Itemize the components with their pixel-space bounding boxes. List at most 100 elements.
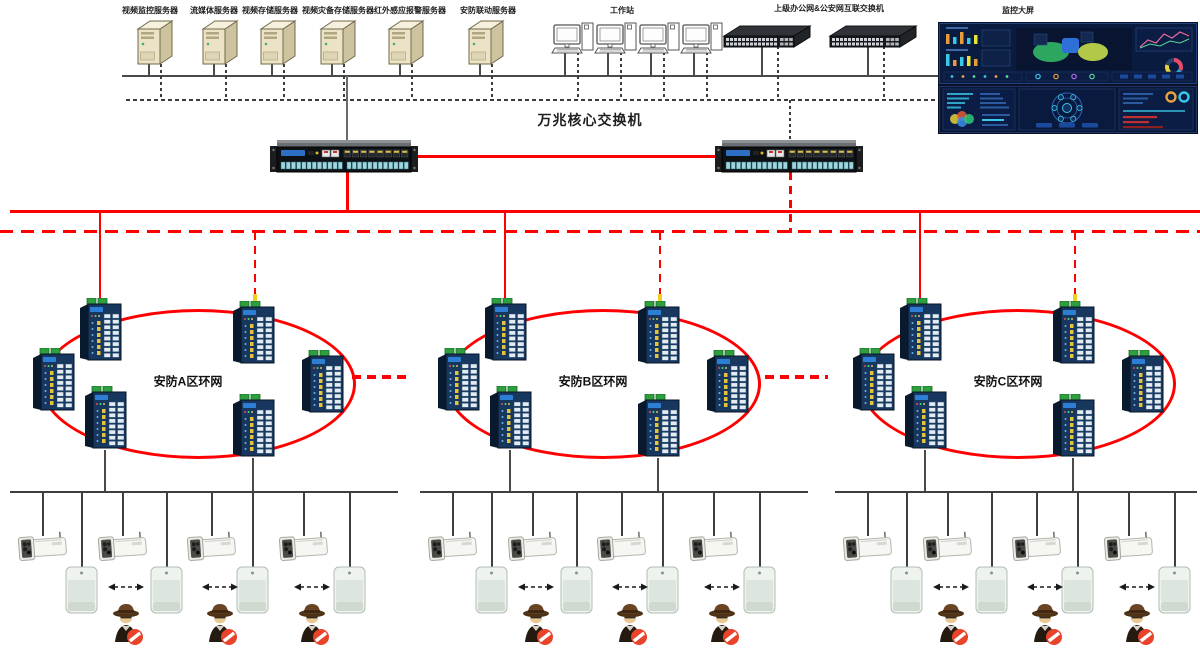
industrial-switch-icon bbox=[233, 393, 275, 457]
core-1-downlink bbox=[345, 172, 349, 213]
uplink-switch-2-link bbox=[867, 46, 869, 76]
server-5-link bbox=[399, 62, 401, 76]
zone-3-detector-3-link bbox=[1077, 492, 1079, 570]
ring-2-switch-4 bbox=[702, 349, 752, 414]
ring-3-zone-link-1 bbox=[924, 450, 926, 492]
server-icon bbox=[387, 20, 425, 65]
ring-1-switch-1 bbox=[75, 297, 125, 362]
industrial-switch-icon bbox=[707, 349, 749, 413]
workstation-icon bbox=[594, 22, 637, 54]
office-lan-bus bbox=[122, 75, 938, 77]
zone-2-camera-2 bbox=[506, 530, 560, 564]
workstation-3-dashed-link bbox=[663, 52, 665, 100]
zone-2-intruder-2 bbox=[613, 600, 649, 646]
zone-1-camera-4 bbox=[277, 530, 331, 564]
workstation-2-dashed-link bbox=[620, 52, 622, 100]
server-1-dashed-link bbox=[160, 58, 162, 100]
ring-3-switch-6 bbox=[1048, 393, 1098, 458]
zone-1-camera-1 bbox=[16, 530, 70, 564]
ring-2-backup-drop bbox=[658, 232, 662, 298]
ring-2-switch-5 bbox=[485, 385, 535, 450]
camera-icon bbox=[97, 531, 147, 561]
workstation-3 bbox=[637, 22, 683, 56]
zone-1-camera-1-link bbox=[42, 492, 44, 536]
zone-1-intruder-1 bbox=[109, 600, 145, 646]
intruder-icon bbox=[523, 604, 553, 645]
zone-1-detector-3 bbox=[235, 566, 271, 616]
zone-2-detector-2 bbox=[559, 566, 595, 616]
uplink-switch-1-dashed-link bbox=[777, 46, 779, 100]
server-label-5: 红外感应报警服务器 bbox=[374, 6, 446, 15]
zone-2-detector-4-link bbox=[759, 492, 761, 570]
industrial-switch-icon bbox=[490, 385, 532, 449]
server-1 bbox=[133, 16, 177, 66]
ring-2-yellow-tag bbox=[658, 294, 662, 303]
intruder-icon bbox=[709, 604, 739, 645]
bidirectional-arrow-icon bbox=[704, 583, 740, 591]
zone-2-detector-3 bbox=[645, 566, 681, 616]
uplink-switch-2 bbox=[828, 24, 918, 50]
workstation-2 bbox=[594, 22, 640, 56]
server-3 bbox=[256, 16, 300, 66]
ring-2-3-interlink bbox=[765, 375, 828, 379]
bidirectional-arrow-icon bbox=[202, 583, 238, 591]
bidirectional-arrow-icon bbox=[1027, 583, 1063, 591]
bidirectional-arrow-icon bbox=[294, 583, 330, 591]
ring-3-switch-2 bbox=[1048, 300, 1098, 365]
workstation-1-dashed-link bbox=[577, 52, 579, 100]
motion-detector-icon bbox=[560, 566, 593, 614]
workstation-icon bbox=[551, 22, 594, 54]
ring-2-switch-1 bbox=[480, 297, 530, 362]
bidirectional-arrow-icon bbox=[1119, 583, 1155, 591]
ring-3-backup-drop bbox=[1073, 232, 1077, 298]
uplink-switch-1-link bbox=[761, 46, 763, 76]
ring-1-switch-2 bbox=[228, 300, 278, 365]
industrial-switch-icon bbox=[900, 297, 942, 361]
core-switch-icon bbox=[715, 140, 863, 173]
motion-detector-icon bbox=[236, 566, 269, 614]
zone-2-camera-2-link bbox=[532, 492, 534, 536]
industrial-switch-icon bbox=[1122, 349, 1164, 413]
ring-a-label: 安防A区环网 bbox=[153, 374, 223, 389]
zone-3-camera-1-link bbox=[867, 492, 869, 536]
server-label-6: 安防联动服务器 bbox=[460, 6, 516, 15]
bidirectional-arrow-icon bbox=[108, 583, 144, 591]
zone-2-detector-2-link bbox=[576, 492, 578, 570]
ring-b-label: 安防B区环网 bbox=[558, 374, 628, 389]
ring-1-backup-drop bbox=[253, 232, 257, 298]
intruder-icon bbox=[617, 604, 647, 645]
uplink-switch-2-dashed-link bbox=[883, 46, 885, 100]
rack-switch-icon bbox=[722, 25, 812, 48]
ring-3-switch-3 bbox=[848, 347, 898, 412]
zone-3-detector-2-link bbox=[991, 492, 993, 570]
core-switch-label: 万兆核心交换机 bbox=[537, 112, 643, 128]
zone-3-detector-2 bbox=[974, 566, 1010, 616]
uplink-switch-group-label: 上级办公网&公安网互联交换机 bbox=[774, 4, 884, 13]
security-lan-bus bbox=[126, 99, 935, 101]
camera-icon bbox=[427, 531, 477, 561]
ring-1-primary-drop bbox=[98, 212, 102, 302]
monitor-wall-icon bbox=[938, 22, 1198, 134]
server-icon bbox=[319, 20, 357, 65]
zone-3-detector-4 bbox=[1157, 566, 1193, 616]
zone-3-camera-1 bbox=[841, 530, 895, 564]
zone-1-detector-1 bbox=[64, 566, 100, 616]
server-label-1: 视频监控服务器 bbox=[122, 6, 178, 15]
zone-1-detector-2-link bbox=[166, 492, 168, 570]
workstation-1-link bbox=[564, 52, 566, 76]
zone-3-detector-1 bbox=[889, 566, 925, 616]
server-label-4: 视频灾备存储服务器 bbox=[302, 6, 374, 15]
server-3-link bbox=[271, 62, 273, 76]
ring-2-zone-link-2 bbox=[657, 458, 659, 492]
zone-1-intruder-3 bbox=[295, 600, 331, 646]
zone-2-camera-1 bbox=[426, 530, 480, 564]
server-label-2: 流媒体服务器 bbox=[190, 6, 238, 15]
ring-1-switch-5 bbox=[80, 385, 130, 450]
intruder-icon bbox=[113, 604, 143, 645]
zone-3-detection-arrow-3 bbox=[1119, 582, 1155, 592]
industrial-switch-icon bbox=[1053, 300, 1095, 364]
ring-c-label: 安防C区环网 bbox=[973, 374, 1043, 389]
zone-1-detector-3-link bbox=[252, 492, 254, 570]
industrial-switch-icon bbox=[905, 385, 947, 449]
monitor-wall bbox=[938, 22, 1198, 134]
